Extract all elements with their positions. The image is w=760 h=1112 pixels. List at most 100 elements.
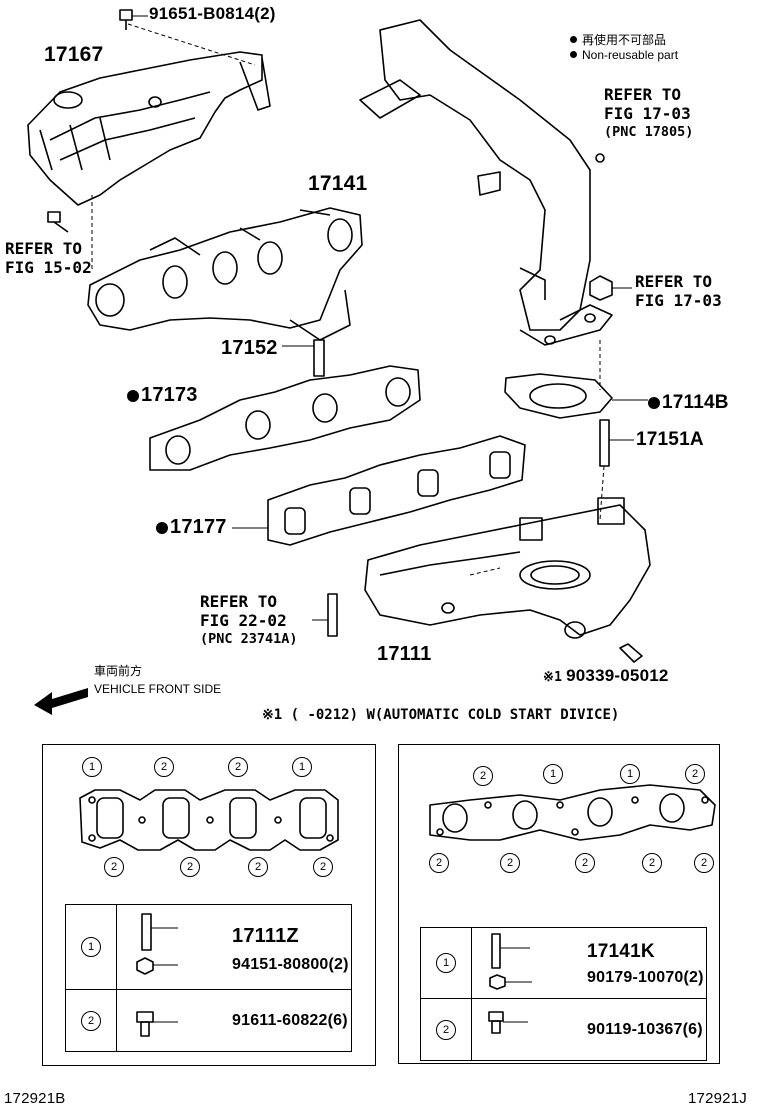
ref-fig-22-02[interactable]: REFER TO FIG 22-02 (PNC 23741A) xyxy=(200,592,298,649)
ref-fig-17-03-mid[interactable]: REFER TO FIG 17-03 xyxy=(635,272,722,310)
part-17141: 17141 xyxy=(308,172,368,195)
ref-pnc: (PNC 23741A) xyxy=(200,631,298,647)
left-parts-table: 1 17111Z 94151-80800(2) 2 91611-60822(6) xyxy=(65,904,352,1052)
marker-circle: 2 xyxy=(500,853,520,873)
ref-line: FIG 17-03 xyxy=(635,291,722,310)
table-cell-parts: 91611-60822(6) xyxy=(116,989,352,1052)
legend-jp-text: 再使用不可部品 xyxy=(582,33,667,47)
stud-17152-drawing xyxy=(282,339,325,377)
part-17177-text: 17177 xyxy=(170,516,227,538)
ref-line: FIG 15-02 xyxy=(5,258,92,277)
ref-line: FIG 17-03 xyxy=(604,104,691,123)
ref-line: REFER TO xyxy=(604,85,682,104)
marker-circle: 1 xyxy=(436,953,456,973)
table-cell-mark: 2 xyxy=(65,989,117,1052)
part-bolt-top: 91651-B0814(2) xyxy=(149,4,276,23)
part-17114b: 17114B xyxy=(648,392,729,414)
table-row: 1 17111Z 94151-80800(2) xyxy=(65,904,352,990)
front-arrow-icon xyxy=(34,688,88,715)
marker-circle: 2 xyxy=(642,853,662,873)
right-parts-table: 1 17141K 90179-10070(2) 2 90119-10367(6) xyxy=(420,927,707,1061)
gasket-lower-drawing xyxy=(232,435,526,546)
manifold-upper-drawing xyxy=(87,207,363,341)
table-cell-mark: 2 xyxy=(420,998,472,1061)
part-17111: 17111 xyxy=(377,643,432,665)
part-90339-text: 90339-05012 xyxy=(566,666,669,685)
legend-en: Non-reusable part xyxy=(570,48,678,62)
ref-line: REFER TO xyxy=(5,239,83,258)
table-cell-parts: 17111Z 94151-80800(2) xyxy=(116,904,352,990)
footnote: ※1 ( -0212) W(AUTOMATIC COLD START DIVIC… xyxy=(262,707,620,723)
legend-en-text: Non-reusable part xyxy=(582,48,679,62)
legend-jp: 再使用不可部品 xyxy=(570,31,666,48)
marker-circle: 2 xyxy=(429,853,449,873)
marker-circle: 2 xyxy=(694,853,714,873)
left-panel-gasket-drawing xyxy=(79,789,339,851)
marker-circle: 2 xyxy=(575,853,595,873)
ref-fig-17-03-top[interactable]: REFER TO FIG 17-03 (PNC 17805) xyxy=(604,85,693,142)
marker-circle: 1 xyxy=(292,757,312,777)
marker-circle: 1 xyxy=(620,764,640,784)
table-row: 1 17141K 90179-10070(2) xyxy=(420,927,707,999)
ref-pnc: (PNC 17805) xyxy=(604,124,694,140)
manifold-lower-drawing xyxy=(364,497,651,639)
ref-line: FIG 22-02 xyxy=(200,611,287,630)
part-17152: 17152 xyxy=(221,337,278,359)
right-panel-gasket-drawing xyxy=(429,784,716,841)
bolt-left-drawing xyxy=(47,195,93,270)
part-17173: 17173 xyxy=(127,384,198,407)
bolt-top-drawing xyxy=(119,9,256,66)
part-90119: 90119-10367(6) xyxy=(587,1020,703,1038)
part-90179: 90179-10070(2) xyxy=(587,969,704,986)
part-17173-text: 17173 xyxy=(141,384,198,406)
table-cell-mark: 1 xyxy=(420,927,472,999)
plug-drawing xyxy=(619,643,643,663)
non-reusable-dot-icon xyxy=(570,36,577,43)
gasket-pipe-drawing xyxy=(504,373,648,419)
marker-circle: 2 xyxy=(248,857,268,877)
table-cell-mark: 1 xyxy=(65,904,117,990)
stud-23741a-drawing xyxy=(312,593,338,637)
marker-circle: 2 xyxy=(685,764,705,784)
exhaust-pipe-drawing xyxy=(359,19,613,390)
front-en: VEHICLE FRONT SIDE xyxy=(94,682,222,696)
marker-circle: 1 xyxy=(82,757,102,777)
part-94151: 94151-80800(2) xyxy=(232,955,349,973)
ref-line: REFER TO xyxy=(200,592,278,611)
table-row: 2 90119-10367(6) xyxy=(420,998,707,1061)
marker-circle: 1 xyxy=(543,764,563,784)
footnote-mark: ※1 xyxy=(543,670,563,685)
marker-circle: 2 xyxy=(104,857,124,877)
part-17167: 17167 xyxy=(44,43,104,66)
ref-fig-15-02[interactable]: REFER TO FIG 15-02 xyxy=(5,239,92,277)
table-cell-parts: 17141K 90179-10070(2) xyxy=(471,927,707,999)
table-cell-parts: 90119-10367(6) xyxy=(471,998,707,1061)
part-17177: 17177 xyxy=(156,516,227,539)
heat-insulator-drawing xyxy=(27,51,271,206)
part-17114b-text: 17114B xyxy=(662,392,729,413)
marker-circle: 2 xyxy=(180,857,200,877)
marker-circle: 2 xyxy=(228,757,248,777)
table-row: 2 91611-60822(6) xyxy=(65,989,352,1052)
ref-line: REFER TO xyxy=(635,272,713,291)
gasket-upper-drawing xyxy=(149,365,421,471)
part-17111z: 17111Z xyxy=(232,924,299,947)
footer-code-left: 172921B xyxy=(4,1090,66,1107)
front-jp: 車両前方 xyxy=(94,664,143,678)
marker-circle: 1 xyxy=(81,937,101,957)
part-17141k: 17141K xyxy=(587,941,655,962)
marker-circle: 2 xyxy=(313,857,333,877)
part-91611: 91611-60822(6) xyxy=(232,1011,348,1029)
non-reusable-dot-icon xyxy=(156,522,168,534)
right-variant-panel xyxy=(398,744,720,1064)
marker-circle: 2 xyxy=(81,1010,101,1031)
marker-circle: 2 xyxy=(154,757,174,777)
left-variant-panel xyxy=(42,744,376,1066)
marker-circle: 2 xyxy=(436,1019,456,1040)
footer-code-right: 172921J xyxy=(688,1090,747,1107)
non-reusable-dot-icon xyxy=(570,51,577,58)
part-17151a: 17151A xyxy=(636,429,704,450)
nut-drawing xyxy=(589,275,632,301)
non-reusable-dot-icon xyxy=(127,390,139,402)
